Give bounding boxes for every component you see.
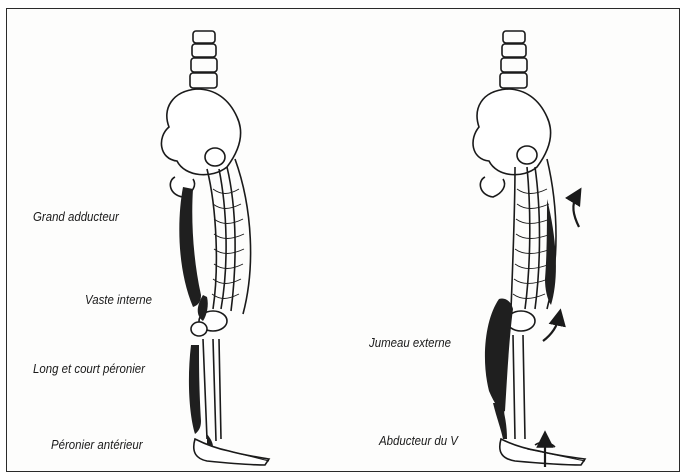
anatomy-figure: Grand adducteur Vaste interne Long et co… bbox=[6, 8, 680, 472]
muscle-long-court-peronier bbox=[189, 345, 201, 434]
muscle-grand-adducteur bbox=[179, 187, 201, 307]
label-abducteur-v: Abducteur du V bbox=[379, 433, 458, 448]
arrow-knee-icon bbox=[543, 317, 559, 341]
arrow-upper-icon bbox=[573, 195, 579, 227]
force-arrows bbox=[535, 195, 579, 467]
muscle-jumeau-externe bbox=[485, 298, 513, 411]
label-peronier-anterieur: Péronier antérieur bbox=[51, 437, 143, 452]
left-skeleton bbox=[161, 31, 269, 465]
label-jumeau-externe: Jumeau externe bbox=[369, 335, 451, 350]
left-pelvis bbox=[161, 89, 240, 175]
label-long-court-peronier: Long et court péronier bbox=[33, 361, 145, 376]
label-vaste-interne: Vaste interne bbox=[85, 292, 152, 307]
label-grand-adducteur: Grand adducteur bbox=[33, 209, 119, 224]
anatomy-drawing bbox=[7, 9, 681, 473]
left-spine bbox=[190, 31, 217, 88]
right-skeleton bbox=[473, 31, 585, 465]
muscle-thigh-posterior bbox=[545, 199, 556, 305]
right-pelvis bbox=[473, 89, 551, 175]
right-spine bbox=[500, 31, 527, 88]
